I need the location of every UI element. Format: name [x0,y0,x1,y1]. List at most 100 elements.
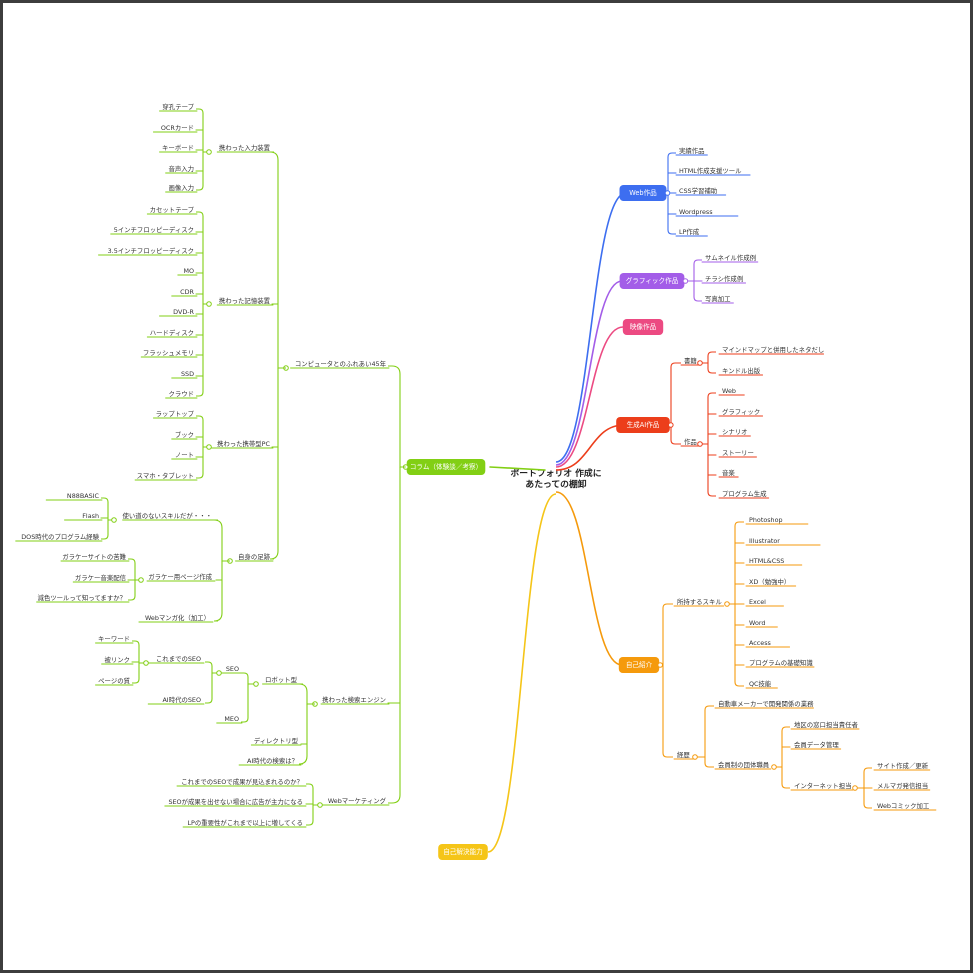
node-ai-works-items-5-label: プログラム生成 [722,489,767,498]
node-column-computer-pc-items-1-label: ブック [175,430,194,439]
node-column-search-robot-label-label: ロボット型 [265,675,298,684]
node-self-career-label-label: 経歴 [677,750,690,759]
branch-web-curve [555,192,627,463]
node-column-computer-footsteps-mobile-items-2-label: 減色ツールって知ってますか？ [37,593,126,602]
node-ai-books-items-1-label: キンドル出版 [722,366,761,375]
collapse-dot [724,601,730,607]
bracket-branch [662,752,673,758]
bracket-branch [196,473,204,479]
branch-ability-curve [487,493,557,853]
node-column-search-robot-seo-past-label-label: これまでのSEO [156,655,201,663]
collapse-dot [664,190,671,196]
node-graphic-items-0-label: サムネイル作成例 [705,253,756,262]
bracket-branch [704,762,714,768]
footsteps-spine-bottom [213,561,223,622]
node-column-computer-storage-items-7-label: フラッシュメモリ [143,349,194,357]
computer-spine-top [269,151,286,369]
ai-works-node-box [616,417,670,433]
node-column-marketing-items-2-label: LPの重要性がこれまで以上に増してくる [187,818,303,827]
node-ai-works-items-1-label: グラフィック [722,407,760,416]
node-self-career-group-items-1-label: 会員データ管理 [794,740,839,749]
column-node-label: コラム（体験談／考察） [410,462,482,471]
branch-graphic-curve [555,280,623,466]
node-column-computer-footsteps-manga-label: Webマンガ化（加工） [145,613,210,622]
web-works-node-label: Web作品 [629,188,657,197]
video-works-node-box [622,319,664,335]
bracket-branch [734,681,744,687]
collapse-dot [657,662,664,668]
node-self-skills-label-label: 所持するスキル [677,597,722,606]
bracket-branch [707,491,716,497]
bracket-branch [306,820,314,826]
search-spine-top [298,683,315,705]
bracket-branch [667,152,676,158]
node-column-computer-input-items-1-label: OCRカード [161,124,194,132]
node-column-search-robot-seo-past-items-0-label: キーワード [98,635,130,643]
node-self-skills-items-2-label: HTML&CSS [749,557,784,565]
node-ai-books-label-label: 書籍 [684,356,697,365]
bracket-branch [734,521,744,527]
node-column-computer-footsteps-mobile-items-0-label: ガラケーサイトの苦難 [62,552,126,561]
node-column-computer-footsteps-unused-items-1-label: Flash [82,512,99,520]
node-self-skills-items-5-label: Word [749,619,765,627]
bracket-branch [667,229,676,235]
node-graphic-items-1-label: チラシ作成例 [705,274,743,283]
node-column-computer-footsteps-mobile-items-1-label: ガラケー音楽配信 [75,573,127,582]
node-column-marketing-items-1-label: SEOが成果を出せない場合に広告が主力になる [168,797,303,806]
node-column-computer-storage-items-3-label: MO [183,267,194,275]
collapse-dot [206,301,212,307]
bracket-branch [707,351,716,357]
node-ai-books-items-0-label: マインドマップと併用したネタだし [722,345,824,354]
node-column-computer-storage-items-9-label: クラウド [168,390,194,398]
node-column-computer-input-items-4-label: 画像入力 [168,183,194,192]
collapse-dot [206,444,212,450]
bracket-branch [781,783,790,789]
collapse-dot [852,785,858,791]
bracket-branch [707,392,716,398]
branch-video-curve [555,326,624,468]
node-web-items-0-label: 実績作品 [679,146,705,155]
collapse-dot [111,517,117,523]
column-to-computer [388,365,406,468]
bracket-branch [704,705,714,711]
collapse-dot [138,577,144,583]
node-ai-works-items-4-label: 音楽 [722,468,735,477]
node-self-career-group-net-items-1-label: メルマガ発信担当 [877,781,928,790]
self-intro-node-box [618,657,660,673]
branch-ai-curve [555,424,625,471]
bracket-branch [693,259,702,265]
node-column-search-robot-meo-label: MEO [224,715,239,723]
node-column-search-directory-label: ディレクトリ型 [254,736,299,745]
node-column-search-robot-seo-ai-label: AI時代のSEO [162,695,201,704]
node-self-career-group-net-items-0-label: サイト作成／更新 [877,761,929,770]
bracket-branch [863,767,872,773]
bracket-branch [101,534,109,540]
collapse-dot [143,660,149,666]
node-column-computer-footsteps-mobile-label-label: ガラケー用ページ作成 [148,572,212,581]
node-self-skills-items-0-label: Photoshop [749,516,783,524]
node-self-skills-items-8-label: QC技能 [749,679,772,688]
node-column-computer-storage-label-label: 携わった記憶装置 [219,296,271,305]
branch-self-curve [555,491,623,666]
footsteps-spine-top [213,519,230,562]
node-column-computer-storage-items-0-label: カセットテープ [150,206,195,214]
bracket-branch [781,726,790,732]
computer-spine-bottom [269,368,279,560]
bracket-branch [196,108,204,114]
graphic-works-node-label: グラフィック作品 [626,276,679,285]
node-web-items-2-label: CSS学習補助 [679,186,717,195]
node-graphic-items-2-label: 写真加工 [705,294,731,303]
collapse-dot [216,670,222,676]
node-column-marketing-label-label: Webマーケティング [328,796,387,805]
central-topic-line1: ポートフォリオ 作成に [510,467,601,479]
node-column-computer-pc-items-3-label: スマホ・タブレット [137,471,194,480]
node-self-career-group-label-label: 会員制の団体職員 [718,760,770,769]
node-column-search-label-label: 携わった検索エンジン [322,695,386,704]
node-ai-works-label-label: 作品 [684,437,697,446]
collapse-dot [206,149,212,155]
node-self-career-group-net-label-label: インターネット担当 [794,781,852,790]
node-column-computer-footsteps-unused-items-2-label: DOS時代のプログラム経験 [21,532,99,541]
node-column-search-robot-seo-past-items-1-label: 被リンク [104,655,130,664]
node-column-search-ai-search-label: AI時代の検索は？ [247,756,298,765]
bracket-branch [132,678,140,684]
